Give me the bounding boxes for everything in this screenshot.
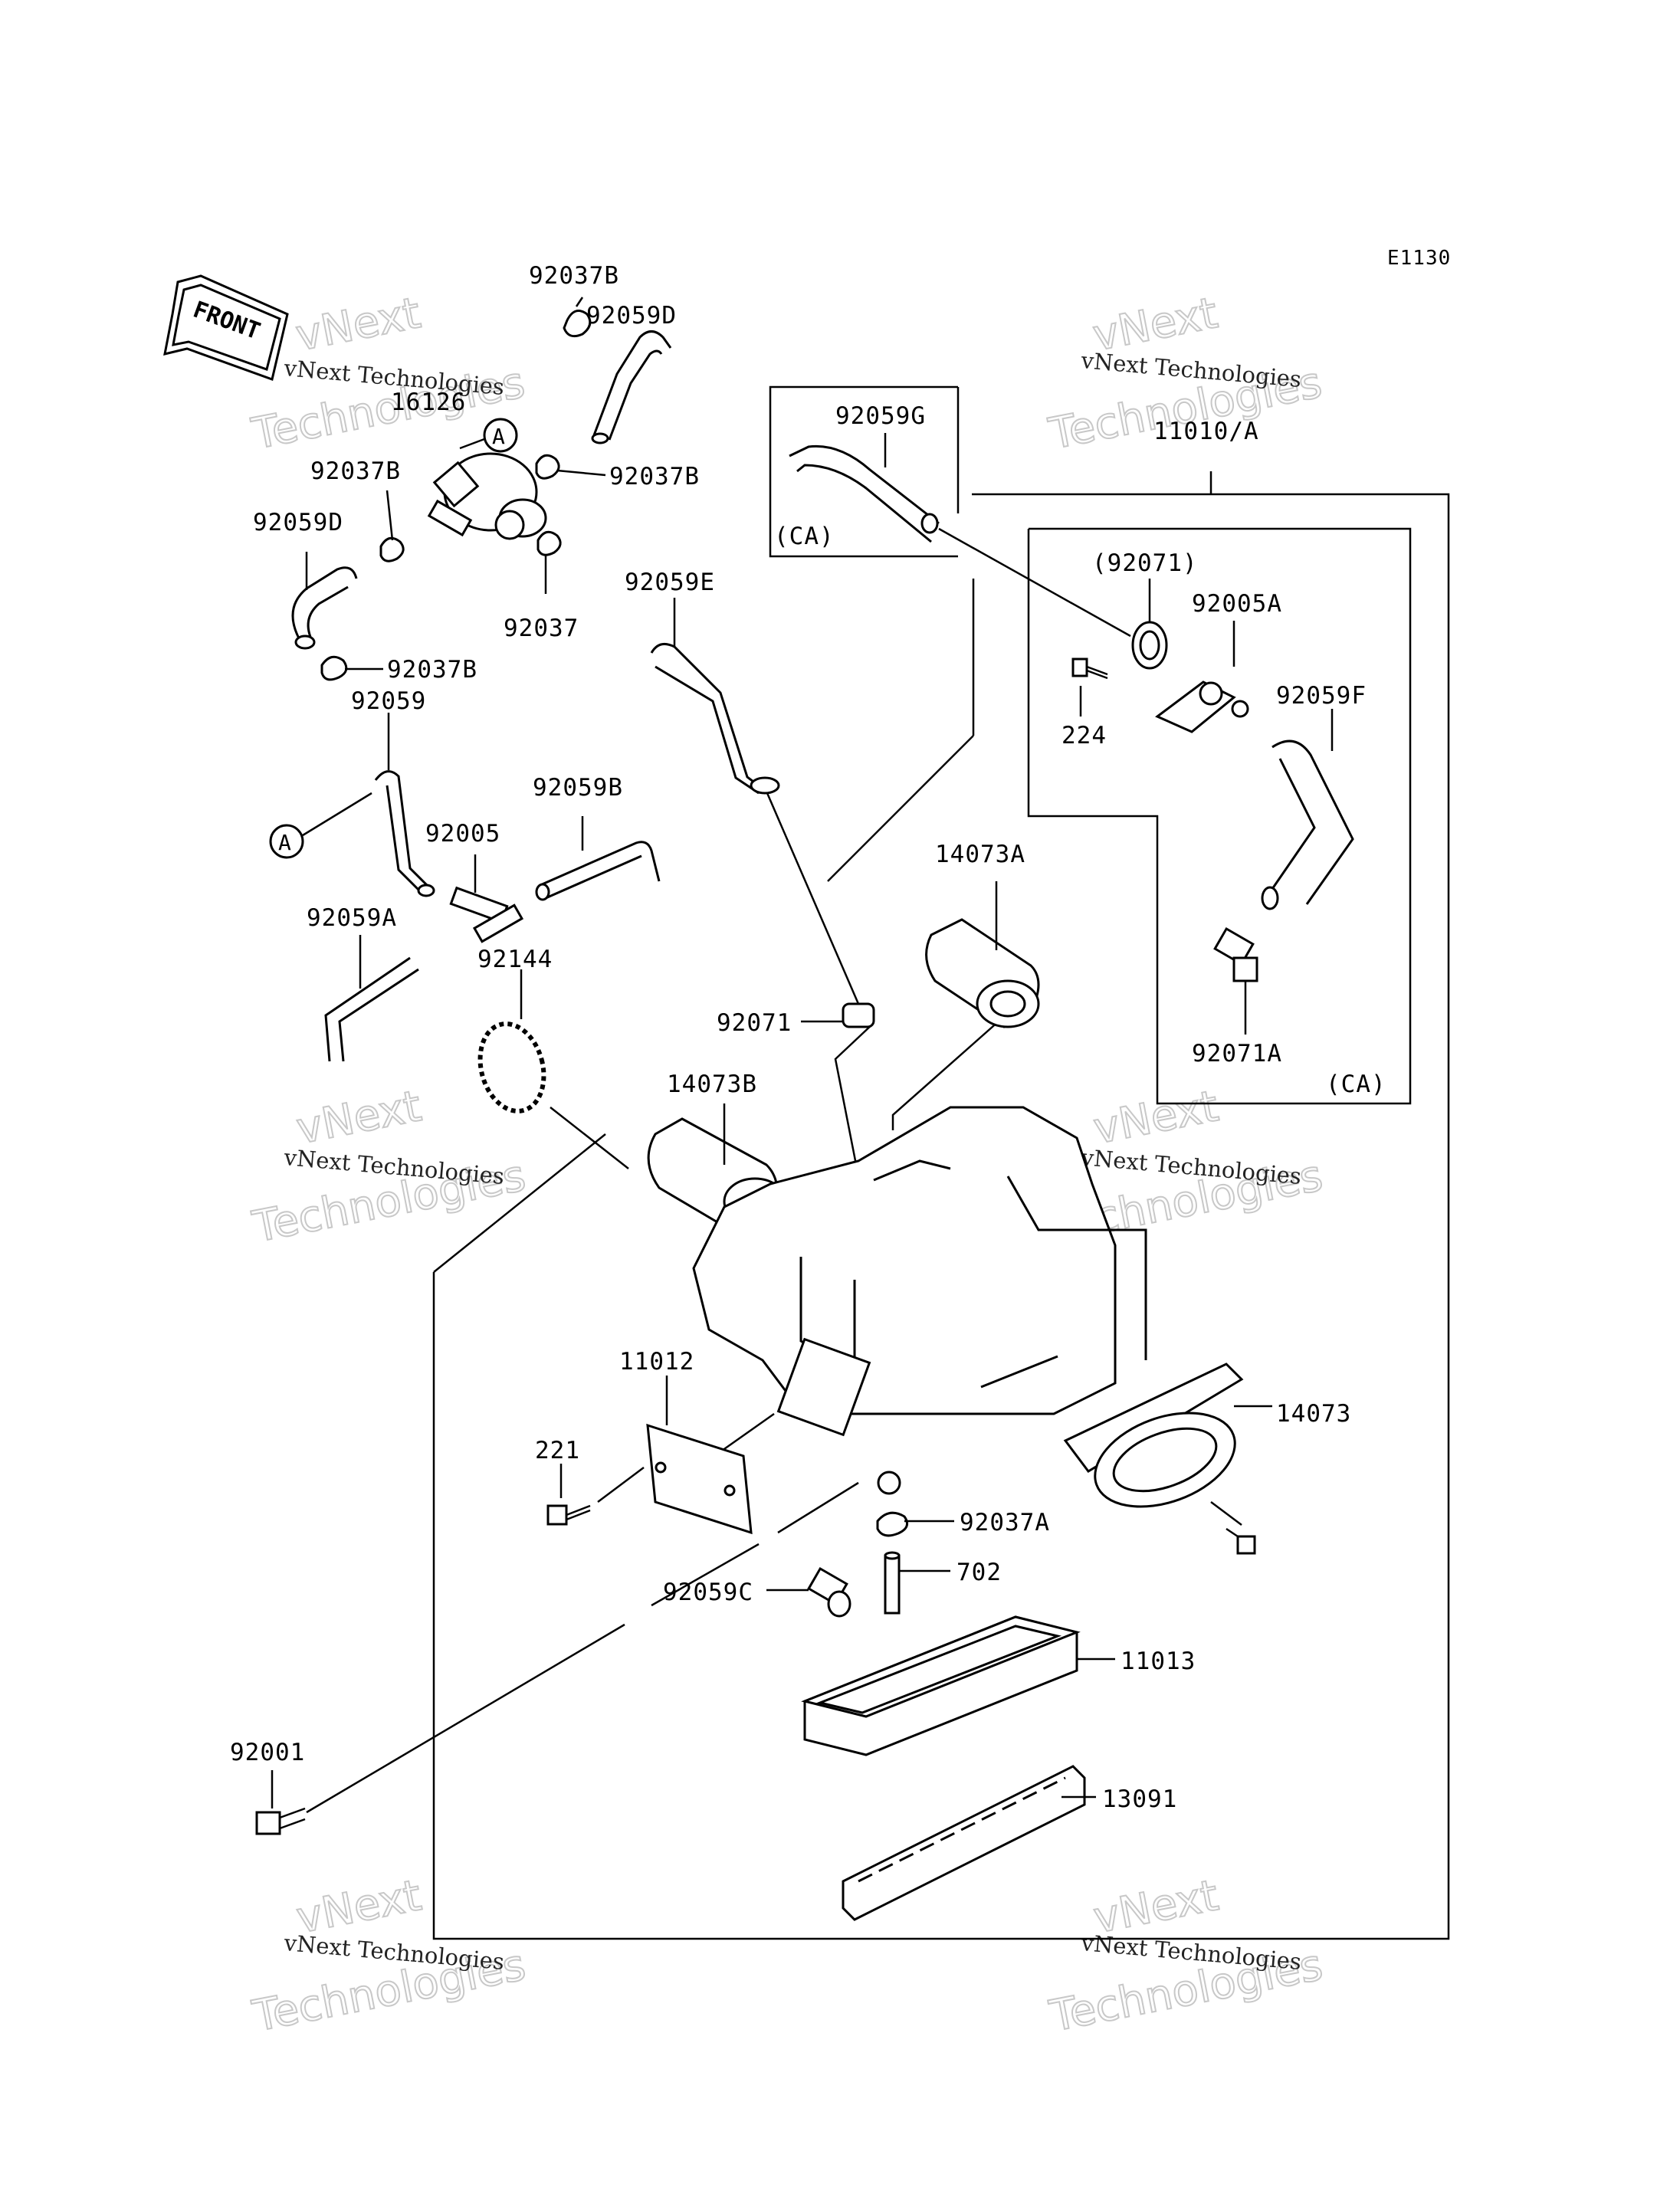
part-label: 92059D — [253, 509, 343, 536]
fitting-icon — [449, 854, 524, 943]
clamp-icon — [379, 490, 405, 562]
part-label: 92059B — [533, 774, 623, 802]
part-label: 92037A — [960, 1509, 1050, 1536]
screw-icon — [546, 1464, 591, 1526]
clamp-icon — [320, 655, 383, 681]
part-label: 92005 — [425, 820, 500, 848]
air-cleaner-body — [692, 1106, 1147, 1495]
part-label: 92144 — [477, 946, 553, 973]
reference-a-icon: A — [269, 792, 372, 859]
grommet-icon — [801, 1002, 875, 1028]
part-label: 92037B — [387, 656, 477, 684]
part-label: 224 — [1061, 722, 1107, 749]
part-label: 92037B — [310, 457, 401, 485]
svg-text:vNext: vNext — [292, 288, 425, 361]
clamp-icon — [876, 1511, 954, 1537]
hose-icon — [291, 552, 358, 650]
part-label: (92071) — [1092, 549, 1198, 577]
part-label: 92005A — [1192, 590, 1282, 618]
front-arrow-icon: FRONT — [163, 274, 289, 381]
bolt-icon — [1226, 1527, 1256, 1555]
plate-icon — [646, 1376, 753, 1535]
part-label: 92001 — [230, 1739, 305, 1766]
diagram-code: E1130 — [1387, 247, 1451, 270]
variant-label: (CA) — [774, 523, 835, 550]
part-label: 11012 — [619, 1348, 694, 1376]
part-labels: 92037B 92059D 16126 92037B 92037B 92059D… — [230, 262, 1386, 1813]
hose-icon — [789, 433, 940, 543]
part-label: 92059A — [307, 904, 397, 932]
grommet-icon — [1131, 579, 1168, 670]
part-label: 92037B — [609, 463, 700, 490]
part-label: 92059D — [586, 302, 677, 330]
part-label: 11010/A — [1153, 418, 1259, 445]
part-label: 92059 — [351, 687, 426, 715]
clamp-icon — [536, 530, 562, 594]
svg-text:A: A — [492, 424, 506, 449]
spring-icon — [477, 969, 546, 1113]
elbow-icon — [766, 1566, 851, 1618]
valve-icon — [427, 452, 547, 540]
part-label: 92059F — [1276, 682, 1367, 710]
part-label: 11013 — [1121, 1648, 1196, 1675]
part-label: 92037 — [504, 615, 579, 642]
part-label: 92059E — [625, 569, 715, 596]
part-label: 14073B — [667, 1071, 757, 1098]
part-label: 92059G — [835, 402, 926, 430]
fitting-icon — [1155, 621, 1249, 733]
hose-icon — [591, 330, 672, 444]
hose-icon — [535, 816, 661, 901]
filter-element-icon — [801, 1615, 1115, 1756]
part-label: 14073A — [935, 841, 1025, 868]
duct-icon — [925, 881, 1040, 1028]
bolt-icon — [255, 1770, 306, 1835]
hose-icon — [1261, 709, 1354, 910]
elbow-icon — [1213, 926, 1258, 1035]
duct-icon — [1063, 1362, 1272, 1508]
svg-text:vNext: vNext — [1090, 1081, 1222, 1154]
reference-a-icon: A — [459, 418, 518, 453]
clamp-icon — [535, 454, 606, 480]
part-label: 702 — [956, 1559, 1002, 1586]
hose-icon — [650, 598, 780, 795]
part-label: 13091 — [1102, 1785, 1177, 1813]
part-label: 92059C — [663, 1579, 753, 1606]
part-label: 14073 — [1276, 1400, 1351, 1428]
part-label: 92071 — [717, 1009, 792, 1037]
tube-icon — [884, 1551, 950, 1615]
hose-icon — [324, 935, 419, 1062]
clamp-icon — [563, 297, 592, 338]
hose-icon — [374, 713, 435, 897]
part-label: 221 — [535, 1437, 580, 1464]
variant-label: (CA) — [1326, 1071, 1386, 1098]
part-label: 92037B — [529, 262, 619, 290]
filter-frame-icon — [842, 1765, 1096, 1921]
screw-icon — [1071, 657, 1108, 716]
svg-text:vNext: vNext — [293, 1081, 425, 1154]
part-label: 92071A — [1192, 1040, 1282, 1067]
svg-text:A: A — [278, 830, 292, 855]
part-label: 16126 — [391, 389, 466, 416]
